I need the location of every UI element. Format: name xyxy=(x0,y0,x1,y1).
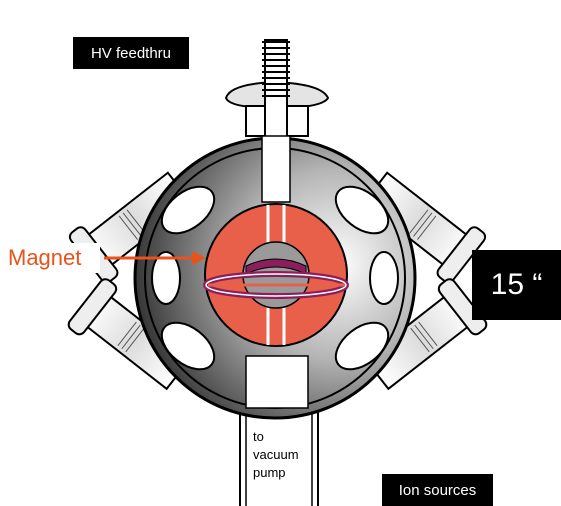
vacuum-pump-label: to vacuum pump xyxy=(253,429,299,480)
hv-feedthru-label: HV feedthru xyxy=(73,37,189,69)
chamber-size-label: 15 “ xyxy=(472,250,561,320)
chamber-window xyxy=(160,185,216,235)
magnet-label: Magnet xyxy=(8,243,100,273)
ion-source-port-lower-left xyxy=(67,278,192,391)
magnet-pointer-arrow xyxy=(104,251,206,265)
ion-sources-label: Ion sources xyxy=(382,474,493,506)
magnet xyxy=(203,203,349,347)
chamber-window xyxy=(334,321,390,371)
chamber-window xyxy=(334,185,390,235)
feedthru-thread xyxy=(262,41,290,97)
chamber-window xyxy=(151,251,181,305)
chamber-window xyxy=(160,321,216,371)
chamber-window xyxy=(369,251,399,305)
